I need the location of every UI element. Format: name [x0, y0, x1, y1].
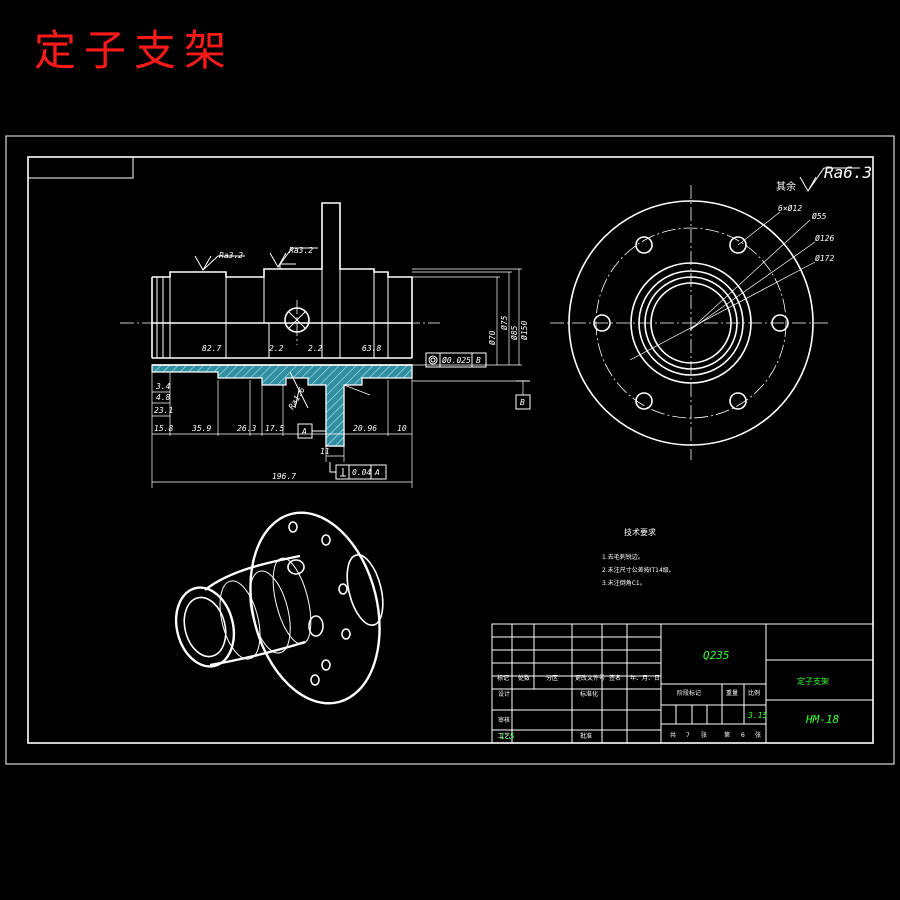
- datum-b-label: B: [520, 398, 525, 407]
- dim-dia-4: Ø150: [519, 321, 529, 340]
- technical-requirements: 技术要求 1.去毛刺锐边。 2.未注尺寸公差按IT14级。 3.未注倒角C1。: [602, 527, 675, 587]
- tb-label-mark: 标记: [497, 674, 509, 682]
- dim-len-5: 35.9: [191, 424, 211, 433]
- dim-2-2-a: 2.2: [269, 344, 284, 353]
- tb-label-change-doc: 更改文件号: [575, 674, 605, 682]
- roughness-general-value: Ra6.3: [824, 163, 872, 182]
- dim-total-length: 196.7: [272, 472, 296, 481]
- roughness-left-label: Ra3.2: [219, 251, 243, 260]
- iso-bolt-holes: [288, 521, 351, 686]
- tb-label-scale: 比例: [748, 689, 760, 697]
- dim-len-4: 15.8: [154, 424, 173, 433]
- drawing-title: 定子支架: [34, 26, 235, 75]
- tb-part-name: 定子支架: [797, 676, 829, 686]
- tb-sheet-4: 第: [724, 731, 730, 739]
- tb-label-date: 年、月、日: [630, 674, 660, 682]
- tb-label-stage-mark: 阶段标记: [677, 689, 701, 697]
- hole-pcd-3: Ø172: [815, 253, 834, 263]
- perpendicularity-tolerance-frame: 0.04 A: [329, 462, 387, 480]
- tb-weight-value: 3.15: [747, 711, 767, 720]
- dim-len-2: 4.8: [156, 393, 171, 402]
- datum-b-box: B: [515, 394, 531, 410]
- dim-82-7: 82.7: [202, 344, 221, 353]
- roughness-top-label: Ra3.2: [289, 246, 313, 255]
- tech-req-heading: 技术要求: [624, 527, 656, 537]
- tb-label-zone: 分区: [546, 674, 558, 682]
- tb-sheet-2: 7: [686, 732, 690, 739]
- side-view: [550, 167, 860, 460]
- tb-label-count: 处数: [518, 674, 530, 682]
- dim-len-8: 20.96: [353, 424, 377, 433]
- dim-len-3: 23.1: [154, 406, 173, 415]
- tb-label-audit: 审核: [498, 716, 510, 724]
- tech-req-1: 1.去毛刺锐边。: [602, 553, 644, 561]
- tb-sheet-3: 张: [701, 731, 707, 739]
- dim-dia-3: Ø85: [509, 325, 519, 340]
- dim-dia-2: Ø75: [499, 315, 509, 330]
- tb-label-approve: 批准: [580, 732, 592, 740]
- dim-len-9: 10: [397, 424, 407, 433]
- dim-2-2-b: 2.2: [308, 344, 323, 353]
- hole-pcd-2: Ø126: [815, 233, 834, 243]
- hole-pcd-1: Ø55: [812, 211, 827, 221]
- isometric-view: [174, 511, 384, 705]
- sheet-frame: [5, 135, 895, 765]
- tb-sheet-5: 6: [741, 732, 745, 739]
- dim-dia-1: Ø70: [487, 330, 497, 345]
- tech-req-3: 3.未注倒角C1。: [602, 579, 646, 587]
- runout-value: Ø0.025: [442, 355, 471, 365]
- bolt-holes: [593, 236, 789, 410]
- tb-sheet-1: 共: [670, 731, 676, 739]
- tb-material: Q235: [703, 649, 730, 662]
- front-section-view: [120, 202, 530, 488]
- roughness-bore-label: Ra1.6: [287, 385, 307, 411]
- roughness-general-prefix: 其余: [776, 180, 796, 193]
- dim-len-7: 17.5: [265, 424, 284, 433]
- datum-a-label: A: [301, 427, 307, 436]
- tech-req-2: 2.未注尺寸公差按IT14级。: [602, 566, 675, 574]
- tb-label-standardize: 标准化: [580, 690, 598, 698]
- front-view-labels: Ra3.2 Ra3.2 Ra1.6 82.7 2.2 2.2 63.8 3.4 …: [154, 246, 529, 481]
- tb-scale-value: 1:5: [500, 732, 515, 741]
- runout-datum: B: [476, 356, 481, 365]
- datum-a-box: A: [297, 423, 326, 439]
- perp-value: 0.04: [352, 468, 371, 477]
- tb-label-weight: 重量: [726, 689, 738, 697]
- runout-tolerance-frame: Ø0.025 B: [425, 352, 487, 368]
- dim-63-8: 63.8: [362, 344, 381, 353]
- tb-label-sign: 签名: [609, 674, 621, 682]
- perp-datum: A: [374, 468, 380, 477]
- hole-note: 6×Ø12: [778, 203, 802, 213]
- tb-sheet-6: 张: [755, 731, 761, 739]
- dim-len-6: 26.3: [237, 424, 256, 433]
- side-view-labels: 6×Ø12 Ø55 Ø126 Ø172 其余 Ra6.3: [776, 163, 872, 263]
- tb-label-design: 设计: [498, 690, 510, 698]
- tb-label-process: 工艺: [498, 732, 510, 740]
- tb-drawing-no: HM-18: [805, 713, 839, 726]
- title-block: 标记 处数 分区 更改文件号 签名 年、月、日 设计 标准化 审核 工艺 批准 …: [491, 623, 874, 744]
- dim-len-10: 11: [320, 447, 330, 456]
- dim-len-1: 3.4: [155, 382, 171, 391]
